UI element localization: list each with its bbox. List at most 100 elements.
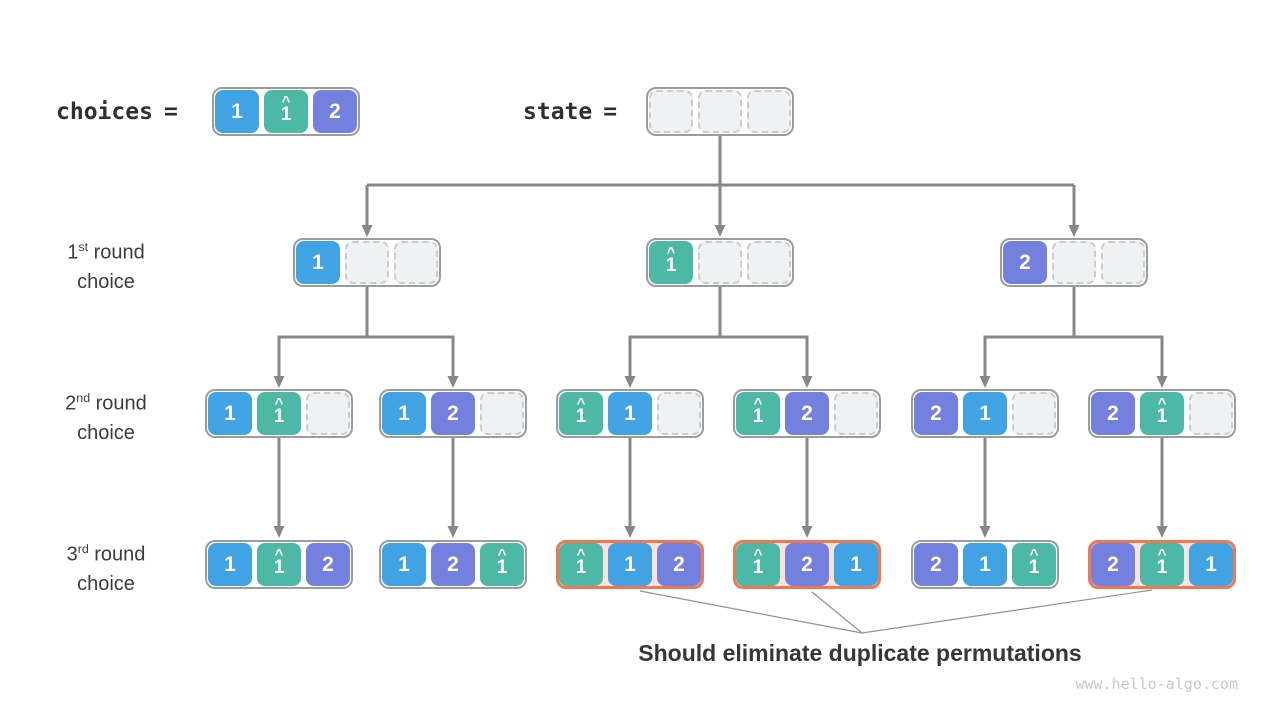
element-cell-2: 2	[785, 543, 829, 586]
state-node-round1: ^1	[646, 238, 794, 287]
cell-value: 2	[801, 553, 813, 576]
state-node-round2: ^1 2	[733, 389, 881, 438]
connector-to-round3-arrowhead	[273, 526, 285, 538]
cell-value: 1	[850, 553, 862, 576]
cell-value: 2	[447, 402, 459, 425]
empty-slot	[834, 392, 878, 435]
cell-value: 1	[979, 402, 991, 425]
ordinal-suffix: nd	[76, 391, 91, 405]
cell-value: 1	[280, 103, 292, 125]
round-word: round	[88, 543, 146, 566]
cell-value: 1	[273, 405, 285, 427]
element-cell-1: 1	[608, 543, 652, 586]
equals-sign: =	[603, 98, 618, 125]
choices-equation: choices =	[56, 87, 178, 136]
cell-value: 1	[752, 405, 764, 427]
connector-to-round1-arrowhead	[714, 225, 726, 237]
duplicate-callout-line	[811, 591, 863, 634]
element-cell-1: 1	[215, 90, 259, 133]
choices-label: choices	[56, 98, 153, 125]
cell-value: 2	[930, 553, 942, 576]
empty-slot	[306, 392, 350, 435]
cell-value: 1	[1028, 556, 1040, 578]
round-word: round	[90, 392, 147, 415]
row-label-round-3: 3rd round choice	[38, 535, 174, 599]
cell-value: 2	[1019, 251, 1031, 274]
cell-value: 1	[231, 100, 243, 123]
ordinal: 2	[65, 392, 77, 415]
cell-value: 1	[624, 553, 636, 576]
cell-value: 2	[1107, 402, 1119, 425]
cell-value: 2	[329, 100, 341, 123]
state-node-round2: 1^1	[205, 389, 353, 438]
element-cell-1: 1	[963, 392, 1007, 435]
element-cell-2: 2	[914, 392, 958, 435]
watermark: www.hello-algo.com	[1075, 675, 1238, 693]
state-node-round1: 1	[293, 238, 441, 287]
element-cell-1-hat: ^1	[649, 241, 693, 284]
element-cell-1: 1	[963, 543, 1007, 586]
state-label: state	[523, 98, 593, 125]
hat-mark: ^	[1029, 545, 1039, 563]
element-cell-1-hat: ^1	[1012, 543, 1056, 586]
hat-mark: ^	[274, 545, 284, 563]
element-cell-2: 2	[914, 543, 958, 586]
connector-to-round3-arrowhead	[979, 526, 991, 538]
cell-value: 1	[1156, 405, 1168, 427]
duplicate-callout-line	[861, 589, 1153, 634]
cell-value: 1	[752, 556, 764, 578]
hat-mark: ^	[576, 394, 586, 412]
element-cell-2: 2	[657, 543, 701, 586]
cell-value: 1	[1156, 556, 1168, 578]
hat-mark: ^	[576, 545, 586, 563]
element-cell-2: 2	[1003, 241, 1047, 284]
element-cell-2: 2	[1091, 543, 1135, 586]
element-cell-2: 2	[785, 392, 829, 435]
state-array	[646, 87, 794, 136]
element-cell-2: 2	[313, 90, 357, 133]
equals-sign: =	[163, 98, 178, 125]
cell-value: 2	[673, 553, 685, 576]
state-node-round2: 2^1	[1088, 389, 1236, 438]
ordinal: 1	[67, 241, 79, 264]
cell-value: 1	[575, 405, 587, 427]
cell-value: 2	[801, 402, 813, 425]
element-cell-1: 1	[1189, 543, 1233, 586]
connector-to-round2-arrowhead	[273, 376, 285, 388]
connector-to-round3-arrowhead	[624, 526, 636, 538]
cell-value: 1	[496, 556, 508, 578]
element-cell-1-hat: ^1	[736, 392, 780, 435]
row-label-round-2: 2nd round choice	[38, 384, 174, 448]
element-cell-1: 1	[834, 543, 878, 586]
connector-to-round2-arrowhead	[979, 376, 991, 388]
state-node-round1: 2	[1000, 238, 1148, 287]
state-node-round3-duplicate: ^1 1 2	[556, 540, 704, 589]
element-cell-1: 1	[296, 241, 340, 284]
element-cell-1-hat: ^1	[257, 543, 301, 586]
element-cell-2: 2	[431, 392, 475, 435]
hat-mark: ^	[274, 394, 284, 412]
cell-value: 2	[1107, 553, 1119, 576]
element-cell-1-hat: ^1	[1140, 543, 1184, 586]
element-cell-1-hat: ^1	[559, 543, 603, 586]
cell-value: 2	[930, 402, 942, 425]
empty-slot	[649, 90, 693, 133]
cell-value: 1	[624, 402, 636, 425]
duplicate-callout-line	[639, 590, 863, 634]
element-cell-1-hat: ^1	[264, 90, 308, 133]
hat-mark: ^	[666, 243, 676, 261]
element-cell-1: 1	[608, 392, 652, 435]
empty-slot	[1189, 392, 1233, 435]
empty-slot	[480, 392, 524, 435]
empty-slot	[1052, 241, 1096, 284]
element-cell-1: 1	[382, 543, 426, 586]
round-word: round	[88, 241, 145, 264]
